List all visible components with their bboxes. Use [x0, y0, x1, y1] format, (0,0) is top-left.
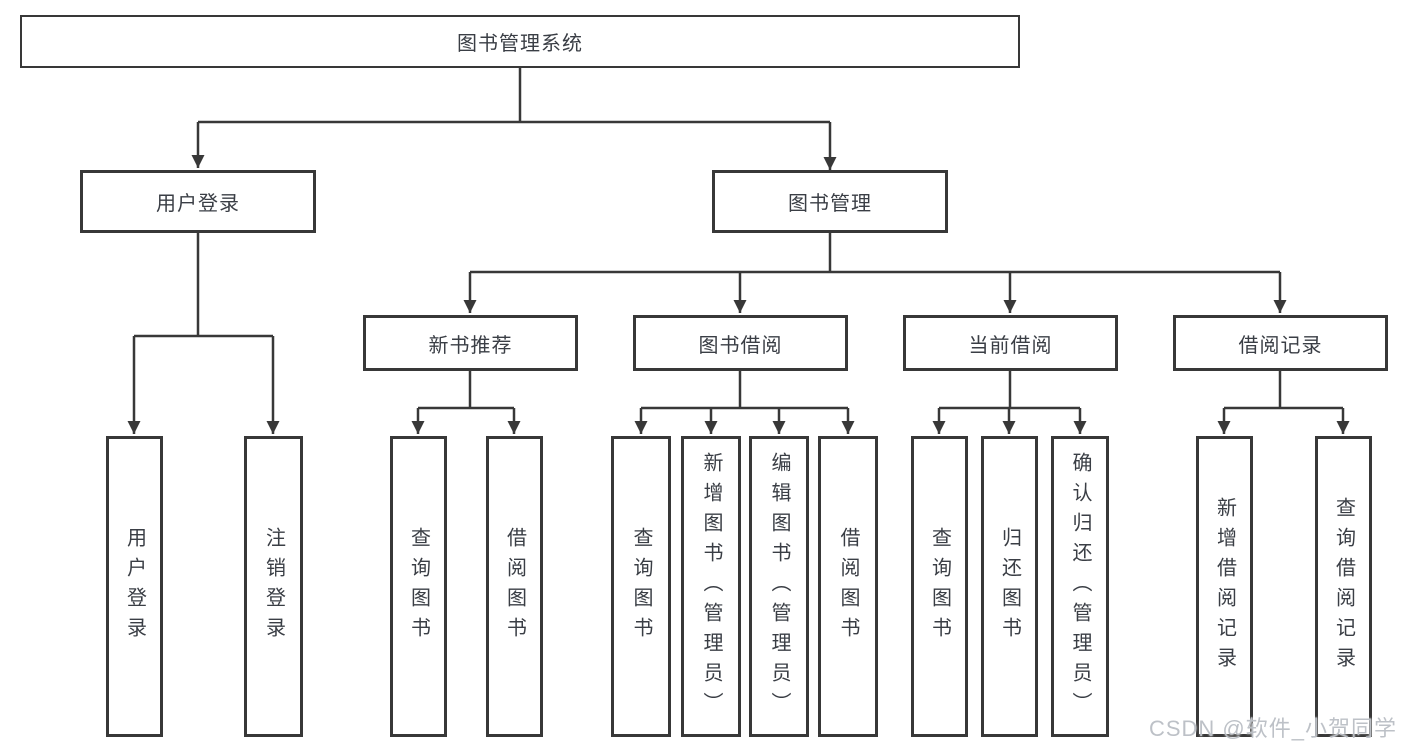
node-label: 借阅记录: [1238, 334, 1323, 357]
leaf-add-books-admin: 新增图书（管理员）: [681, 436, 741, 737]
leaf-confirm-return-admin: 确认归还（管理员）: [1051, 436, 1109, 737]
leaf-query-borrow-record: 查询借阅记录: [1315, 436, 1372, 737]
node-label: 查询图书: [630, 526, 652, 647]
leaf-borrow-books-recommend: 借阅图书: [486, 436, 543, 737]
leaf-borrow-books: 借阅图书: [818, 436, 878, 737]
node-label: 图书管理系统: [457, 33, 583, 55]
node-label: 新增图书（管理员）: [700, 451, 722, 722]
node-library-management-system: 图书管理系统: [20, 15, 1020, 68]
node-book-borrowing: 图书借阅: [633, 315, 848, 371]
node-label: 新书推荐: [428, 334, 513, 357]
leaf-logout: 注销登录: [244, 436, 303, 737]
node-label: 查询图书: [928, 526, 951, 647]
node-user-login-branch: 用户登录: [80, 170, 316, 233]
leaf-user-login: 用户登录: [106, 436, 163, 737]
node-label: 归还图书: [998, 526, 1021, 647]
node-label: 查询借阅记录: [1332, 496, 1355, 677]
node-borrowing-records: 借阅记录: [1173, 315, 1388, 371]
leaf-query-books-borrowing: 查询图书: [611, 436, 671, 737]
node-label: 编辑图书（管理员）: [768, 451, 790, 722]
leaf-query-books-recommend: 查询图书: [390, 436, 447, 737]
node-label: 借阅图书: [503, 526, 526, 647]
node-current-borrowing: 当前借阅: [903, 315, 1118, 371]
leaf-query-books-current: 查询图书: [911, 436, 968, 737]
node-label: 借阅图书: [837, 526, 859, 647]
node-label: 用户登录: [123, 526, 146, 647]
leaf-edit-books-admin: 编辑图书（管理员）: [749, 436, 809, 737]
node-label: 图书借阅: [698, 334, 783, 357]
node-label: 图书管理: [788, 193, 872, 215]
node-label: 确认归还（管理员）: [1069, 451, 1091, 722]
node-label: 新增借阅记录: [1213, 496, 1236, 677]
leaf-add-borrow-record: 新增借阅记录: [1196, 436, 1253, 737]
node-label: 注销登录: [262, 526, 285, 647]
node-label: 当前借阅: [968, 334, 1053, 357]
node-book-management-branch: 图书管理: [712, 170, 948, 233]
node-new-book-recommend: 新书推荐: [363, 315, 578, 371]
node-label: 查询图书: [407, 526, 430, 647]
node-label: 用户登录: [156, 193, 240, 215]
leaf-return-books: 归还图书: [981, 436, 1038, 737]
